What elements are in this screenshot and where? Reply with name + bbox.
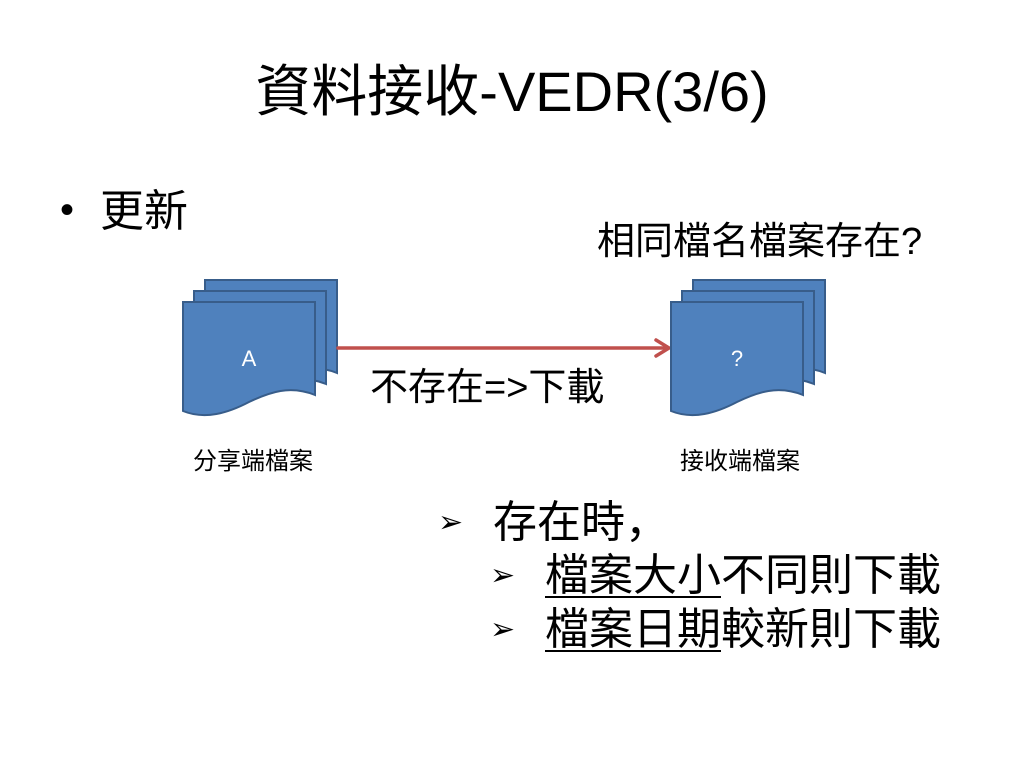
source-caption: 分享端檔案 [193,448,313,475]
source-doc-label: A [242,346,257,371]
transfer-arrow [336,338,671,358]
arrow-bullet-icon: ➢ [438,505,464,540]
arrow-bullet-icon: ➢ [490,612,516,647]
condition-heading: 存在時， [493,498,669,547]
bullet-text: 更新 [100,187,188,236]
source-multidocument: A [182,279,338,417]
condition-item-rest: 較新則下載 [721,605,941,654]
slide-title: 資料接收-VEDR(3/6) [255,60,769,123]
target-doc-front [670,301,804,417]
source-doc-front [182,301,316,417]
condition-item-underlined: 檔案日期 [545,605,721,654]
condition-item: 檔案日期較新則下載 [545,604,941,657]
condition-item-underlined: 檔案大小 [545,551,721,600]
bullet-dot-icon: • [60,188,75,232]
arrow-bullet-icon: ➢ [490,558,516,593]
arrow-head-icon [654,338,671,358]
target-caption: 接收端檔案 [680,448,800,475]
arrow-label: 不存在=>下載 [370,367,605,409]
target-multidocument: ? [670,279,826,417]
target-doc-label: ? [731,346,743,371]
condition-item-rest: 不同則下載 [721,551,941,600]
condition-item: 檔案大小不同則下載 [545,550,941,603]
question-text: 相同檔名檔案存在? [597,221,923,263]
